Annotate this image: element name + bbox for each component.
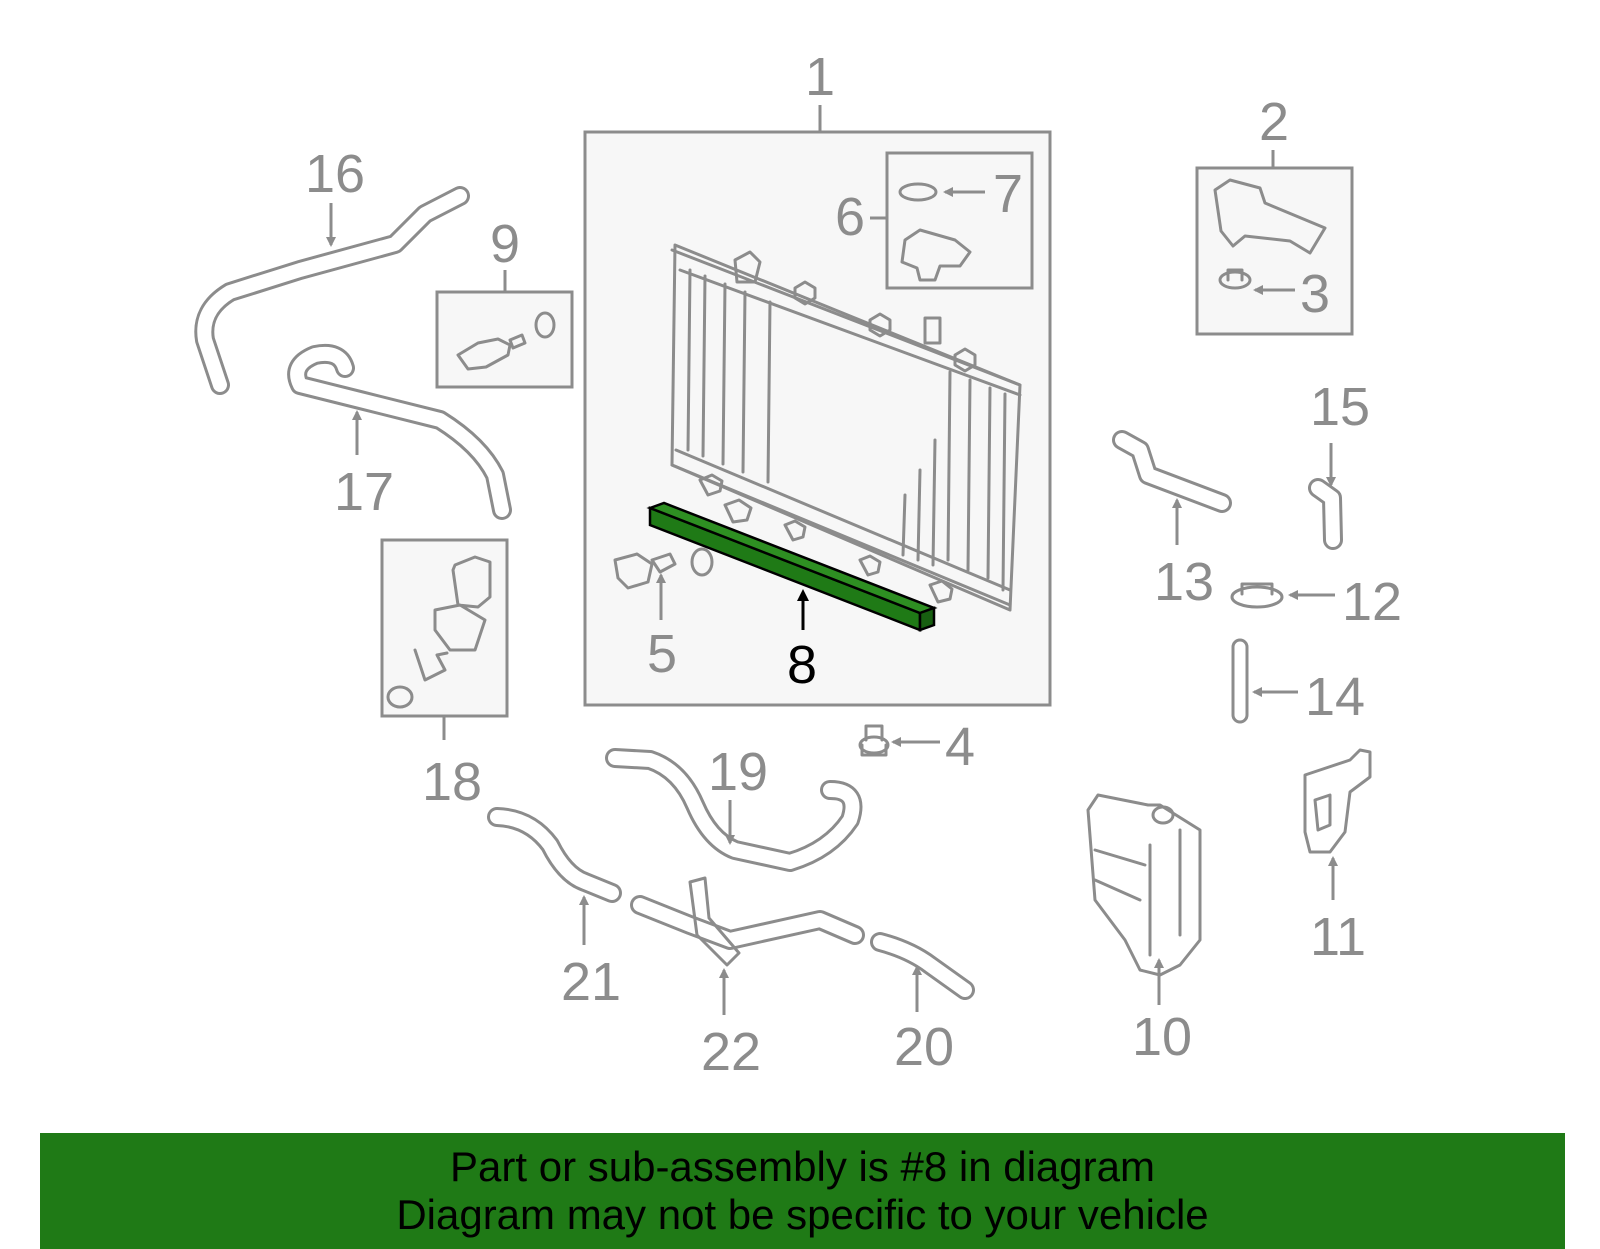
part-9-box <box>435 290 574 389</box>
callout-2: 2 <box>1259 92 1289 152</box>
hose-16 <box>194 186 470 395</box>
callout-15: 15 <box>1310 377 1370 437</box>
hose-20 <box>870 932 975 1000</box>
callout-1: 1 <box>805 47 835 107</box>
part-11-bracket <box>1303 748 1372 854</box>
part-14-tube <box>1231 638 1249 724</box>
callout-5: 5 <box>647 624 677 684</box>
part-10-reservoir <box>1086 793 1202 977</box>
callout-7: 7 <box>993 164 1023 224</box>
part-18-thermostat <box>433 555 492 652</box>
info-banner: Part or sub-assembly is #8 in diagram Di… <box>40 1133 1565 1249</box>
part-4-grommet <box>858 724 890 757</box>
pipe-22 <box>630 876 865 967</box>
part-9-sensor <box>456 333 527 371</box>
callout-14: 14 <box>1305 667 1365 727</box>
parts-diagram: 1 <box>194 47 1402 1082</box>
radiator-core <box>670 243 1022 612</box>
callout-4: 4 <box>945 717 975 777</box>
radiator-cap-icon <box>900 228 972 282</box>
callout-3: 3 <box>1300 264 1330 324</box>
callout-13: 13 <box>1154 552 1214 612</box>
callout-11: 11 <box>1310 907 1366 967</box>
callout-17: 17 <box>334 462 394 522</box>
callout-6: 6 <box>835 187 865 247</box>
banner-line-1: Part or sub-assembly is #8 in diagram <box>450 1143 1155 1190</box>
callout-8: 8 <box>787 635 817 695</box>
part-2-duct <box>1213 178 1327 255</box>
hose-19 <box>605 748 863 872</box>
callout-16: 16 <box>305 144 365 204</box>
callout-12: 12 <box>1342 572 1402 632</box>
hose-17 <box>287 343 512 520</box>
callout-18: 18 <box>422 752 482 812</box>
banner-line-2: Diagram may not be specific to your vehi… <box>396 1191 1209 1238</box>
callout-20: 20 <box>894 1017 954 1077</box>
callout-21: 21 <box>561 952 621 1012</box>
part-13-pipe <box>1112 430 1232 513</box>
part-7-oring <box>898 182 938 202</box>
part-3-clip <box>1218 268 1252 290</box>
part-2-box <box>1195 166 1354 336</box>
part-15-elbow <box>1308 478 1343 550</box>
callout-19: 19 <box>708 742 768 802</box>
callout-9: 9 <box>490 214 520 274</box>
part-5-drain-plug <box>613 547 714 590</box>
hose-21 <box>487 807 622 903</box>
callout-10: 10 <box>1132 1007 1192 1067</box>
part-8-highlighted[interactable] <box>646 501 938 632</box>
callout-22: 22 <box>701 1022 761 1082</box>
part-12-cap <box>1230 582 1284 609</box>
part-18-box <box>380 538 509 718</box>
